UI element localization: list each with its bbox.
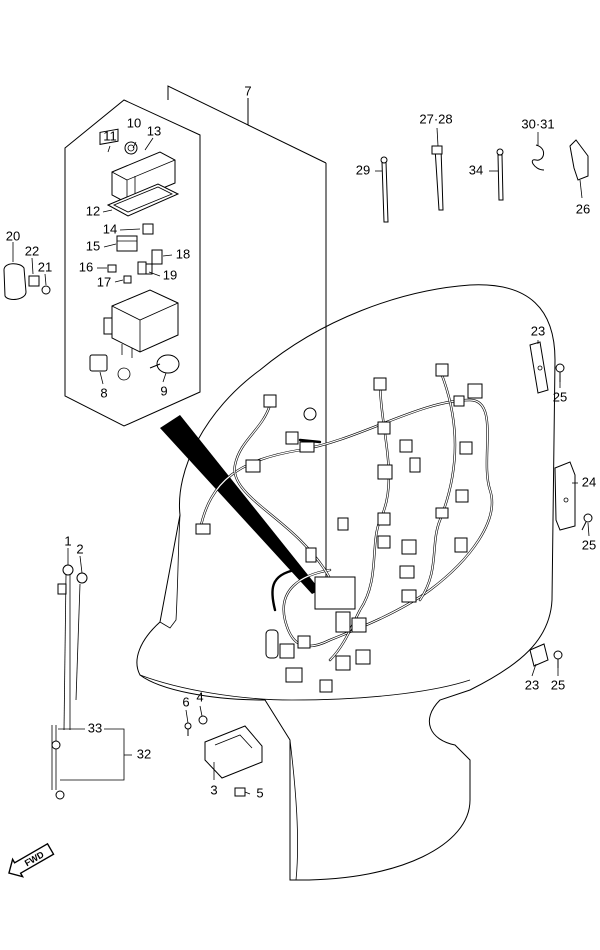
callout-23-upper[interactable]: 23	[531, 323, 545, 338]
callout-27-28[interactable]: 27·28	[419, 111, 452, 126]
leader-lines	[12, 127, 590, 795]
callout-32[interactable]: 32	[137, 746, 151, 761]
callout-33[interactable]: 33	[88, 720, 102, 735]
callout-17[interactable]: 17	[97, 274, 111, 289]
part-1-2-battery-cables-icon	[57, 564, 88, 731]
callout-24[interactable]: 24	[582, 474, 596, 489]
part-30-31-clip-icon	[531, 144, 545, 171]
callout-16[interactable]: 16	[79, 259, 93, 274]
part-7-frame	[167, 85, 327, 590]
callout-29[interactable]: 29	[356, 162, 370, 177]
callout-25-middle[interactable]: 25	[582, 537, 596, 552]
part-29-tie-icon	[380, 156, 389, 223]
part-9-grommet-icon	[149, 354, 180, 374]
part-26-bracket-icon	[569, 139, 589, 181]
part-14-relay-icon	[142, 223, 154, 235]
callout-34[interactable]: 34	[469, 162, 483, 177]
part-24-bracket-icon	[554, 461, 576, 531]
callout-11[interactable]: 11	[103, 128, 117, 143]
wiring-harness	[195, 363, 494, 693]
part-4-washer-icon	[198, 715, 208, 725]
part-5-nut-icon	[234, 787, 246, 797]
callout-22[interactable]: 22	[25, 243, 39, 258]
part-32-33-cable-icon	[51, 725, 65, 800]
callout-12[interactable]: 12	[86, 203, 100, 218]
callouts: 7 10 11 13 12 14 15 18 16 17 19 8 9 20 2…	[6, 83, 596, 800]
callout-25-lower[interactable]: 25	[551, 677, 565, 692]
callout-1[interactable]: 1	[64, 533, 71, 548]
callout-3[interactable]: 3	[210, 782, 217, 797]
callout-10[interactable]: 10	[127, 115, 141, 130]
callout-18[interactable]: 18	[176, 246, 190, 261]
callout-5[interactable]: 5	[256, 785, 263, 800]
callout-6[interactable]: 6	[182, 694, 189, 709]
part-3-bracket-icon	[204, 725, 263, 779]
part-box-housing-icon	[103, 289, 179, 358]
part-12-gasket-icon	[106, 183, 180, 217]
callout-13[interactable]: 13	[147, 123, 161, 138]
part-15-relay-icon	[116, 235, 138, 252]
callout-30-31[interactable]: 30·31	[521, 116, 554, 131]
part-21-washer-icon	[41, 285, 51, 295]
callout-8[interactable]: 8	[100, 385, 107, 400]
part-34-tie-icon	[496, 148, 504, 201]
part-6-screw-icon	[184, 722, 192, 736]
part-23-plate-upper-icon	[529, 341, 549, 394]
part-25-bolt-upper-icon	[555, 363, 565, 382]
part-19-fuse-icon	[137, 261, 153, 275]
fwd-arrow-icon: FWD	[8, 842, 55, 878]
callout-7[interactable]: 7	[244, 83, 251, 98]
callout-26[interactable]: 26	[576, 201, 590, 216]
part-11-icon	[99, 128, 119, 145]
callout-21[interactable]: 21	[38, 259, 52, 274]
part-27-28-clamp-icon	[431, 145, 444, 211]
part-25-bolt-middle-icon	[581, 513, 593, 531]
callout-14[interactable]: 14	[103, 221, 117, 236]
part-16-fuse-icon	[107, 264, 117, 273]
callout-23-lower[interactable]: 23	[525, 677, 539, 692]
part-8-cap-icon	[89, 354, 131, 381]
callout-19[interactable]: 19	[163, 267, 177, 282]
part-25-bolt-lower-icon	[553, 650, 563, 668]
callout-20[interactable]: 20	[6, 228, 20, 243]
part-20-boot-icon	[3, 263, 27, 300]
component-box	[64, 99, 320, 594]
engine-cover-outline	[136, 284, 556, 881]
callout-2[interactable]: 2	[76, 541, 83, 556]
part-17-fuse-icon	[123, 275, 132, 284]
part-18-relay-icon	[151, 249, 163, 265]
callout-4[interactable]: 4	[196, 689, 203, 704]
callout-15[interactable]: 15	[86, 238, 100, 253]
part-22-nut-icon	[28, 275, 40, 287]
callout-25-upper[interactable]: 25	[553, 389, 567, 404]
callout-9[interactable]: 9	[160, 383, 167, 398]
part-10-icon	[124, 141, 138, 155]
part-23-plate-lower-icon	[529, 643, 549, 667]
pointer-wedge	[160, 415, 320, 594]
